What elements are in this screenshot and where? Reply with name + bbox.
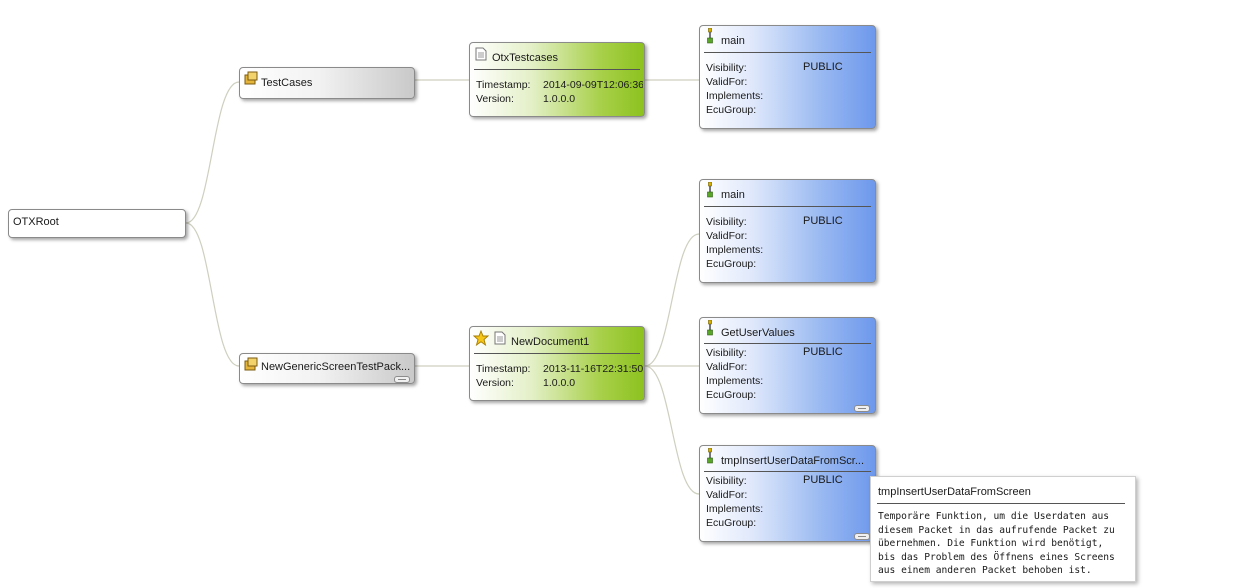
procedure-icon <box>707 182 713 198</box>
collapse-toggle-icon[interactable] <box>854 533 870 540</box>
timestamp-label: Timestamp: <box>476 79 531 91</box>
ecugroup-label: EcuGroup: <box>706 389 757 401</box>
tree-node-document-otxtestcases[interactable]: OtxTestcases Timestamp: 2014-09-09T12:06… <box>469 42 645 117</box>
implements-label: Implements: <box>706 375 764 387</box>
tree-node-document-newdocument1[interactable]: NewDocument1 Timestamp: 2013-11-16T22:31… <box>469 326 645 401</box>
package-icon <box>244 71 258 85</box>
title-separator <box>474 353 640 354</box>
visibility-label: Visibility: <box>706 62 747 74</box>
tree-node-procedure-tmpinsertuserdatafromscreen[interactable]: tmpInsertUserDataFromScr... Visibility: … <box>699 445 876 542</box>
visibility-value: PUBLIC <box>803 61 843 73</box>
document-icon <box>475 47 487 61</box>
visibility-label: Visibility: <box>706 347 747 359</box>
node-title: NewDocument1 <box>511 336 590 348</box>
tree-node-package-newgenericscreentestpack[interactable]: NewGenericScreenTestPack... <box>239 353 415 384</box>
visibility-value: PUBLIC <box>803 346 843 358</box>
node-title: main <box>721 189 745 201</box>
timestamp-value: 2013-11-16T22:31:50 <box>543 363 643 375</box>
visibility-label: Visibility: <box>706 216 747 228</box>
node-label: OTXRoot <box>13 216 59 228</box>
procedure-icon <box>707 28 713 44</box>
title-separator <box>704 206 871 207</box>
implements-label: Implements: <box>706 503 764 515</box>
ecugroup-label: EcuGroup: <box>706 104 757 116</box>
ecugroup-label: EcuGroup: <box>706 517 757 529</box>
collapse-toggle-icon[interactable] <box>854 405 870 412</box>
validfor-label: ValidFor: <box>706 361 748 373</box>
timestamp-value: 2014-09-09T12:06:36 <box>543 79 643 91</box>
tree-node-procedure-main[interactable]: main Visibility: PUBLIC ValidFor: Implem… <box>699 25 876 129</box>
procedure-icon <box>707 448 713 464</box>
title-separator <box>704 471 871 472</box>
validfor-label: ValidFor: <box>706 76 748 88</box>
tooltip-description: Temporäre Funktion, um die Userdaten aus… <box>878 511 1115 577</box>
tree-node-procedure-main[interactable]: main Visibility: PUBLIC ValidFor: Implem… <box>699 179 876 283</box>
node-title: GetUserValues <box>721 327 795 339</box>
procedure-tooltip: tmpInsertUserDataFromScreen Temporäre Fu… <box>870 476 1136 582</box>
title-separator <box>704 343 871 344</box>
star-icon <box>473 330 489 346</box>
package-icon <box>244 357 258 371</box>
tree-node-package-testcases[interactable]: TestCases <box>239 67 415 99</box>
tooltip-title: tmpInsertUserDataFromScreen <box>878 486 1031 498</box>
node-title: main <box>721 35 745 47</box>
document-icon <box>494 331 506 345</box>
visibility-label: Visibility: <box>706 475 747 487</box>
title-separator <box>474 69 640 70</box>
title-separator <box>704 52 871 53</box>
timestamp-label: Timestamp: <box>476 363 531 375</box>
visibility-value: PUBLIC <box>803 474 843 486</box>
version-value: 1.0.0.0 <box>543 93 576 105</box>
version-label: Version: <box>476 377 514 389</box>
validfor-label: ValidFor: <box>706 489 748 501</box>
tooltip-separator <box>877 503 1125 504</box>
validfor-label: ValidFor: <box>706 230 748 242</box>
visibility-value: PUBLIC <box>803 215 843 227</box>
node-label: NewGenericScreenTestPack... <box>261 361 411 373</box>
version-label: Version: <box>476 93 514 105</box>
node-label: TestCases <box>261 77 313 89</box>
tree-node-procedure-getuservalues[interactable]: GetUserValues Visibility: PUBLIC ValidFo… <box>699 317 876 414</box>
collapse-toggle-icon[interactable] <box>394 376 410 383</box>
procedure-icon <box>707 320 713 336</box>
version-value: 1.0.0.0 <box>543 377 576 389</box>
node-title: OtxTestcases <box>492 52 559 64</box>
node-title: tmpInsertUserDataFromScr... <box>721 455 865 467</box>
implements-label: Implements: <box>706 90 764 102</box>
tree-node-otxroot[interactable]: OTXRoot <box>8 209 186 238</box>
ecugroup-label: EcuGroup: <box>706 258 757 270</box>
implements-label: Implements: <box>706 244 764 256</box>
